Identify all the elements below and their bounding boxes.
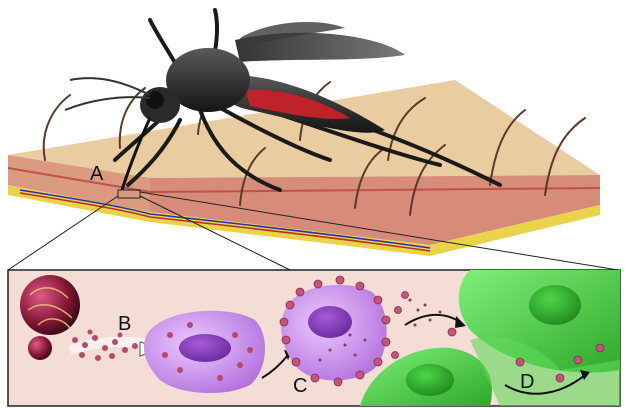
label-a: A [90,163,104,185]
small-pathogen-sphere [28,336,52,360]
label-b: B [118,313,131,335]
inset-panel: B C [8,270,620,406]
label-d: D [520,371,534,393]
label-c: C [293,375,307,397]
